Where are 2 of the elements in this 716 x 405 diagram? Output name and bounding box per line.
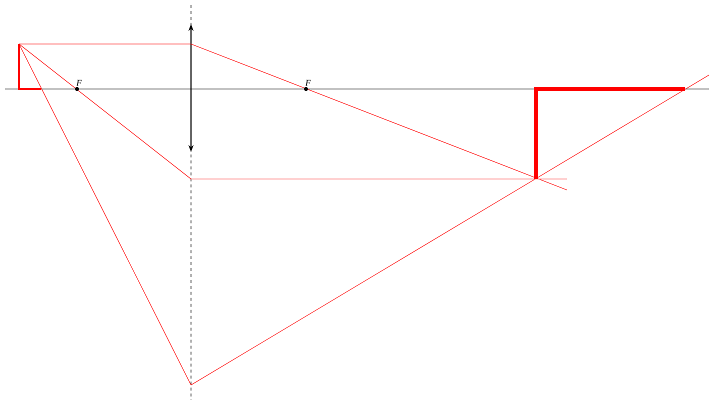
focal-label: F — [76, 80, 82, 86]
focal-label: F — [305, 80, 311, 86]
